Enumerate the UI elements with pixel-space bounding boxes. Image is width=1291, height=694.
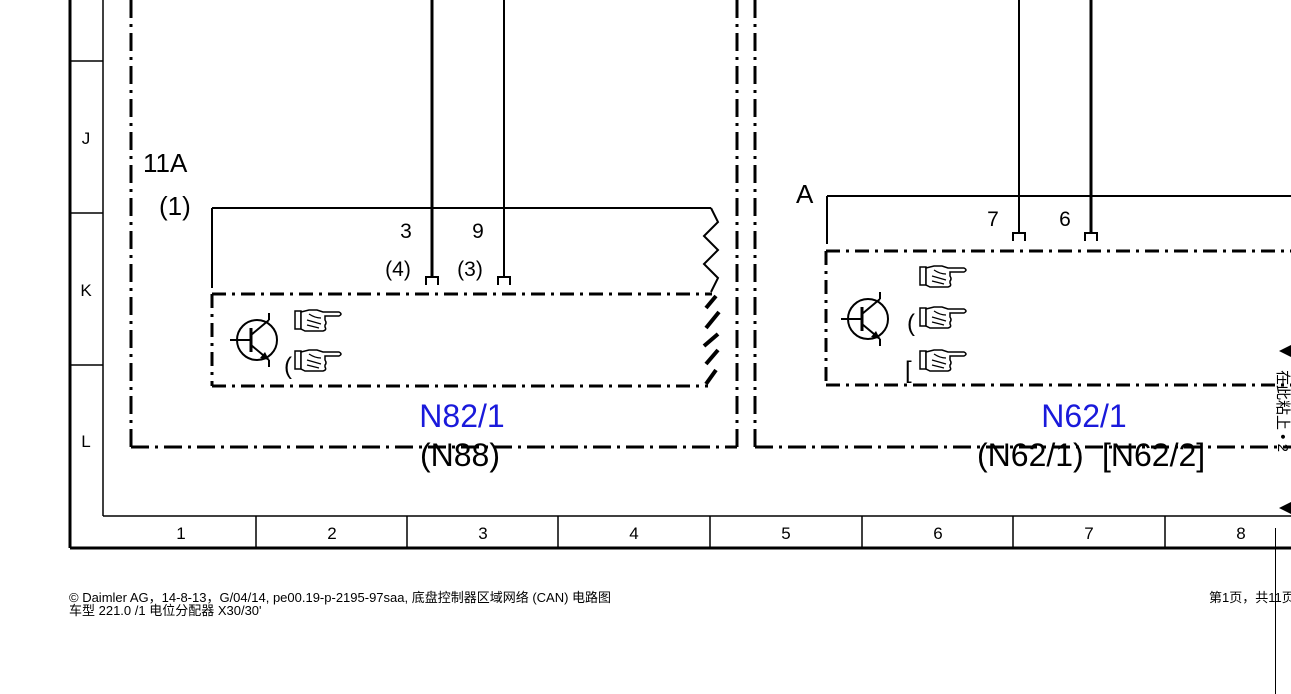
left-component-box xyxy=(210,292,712,388)
right-module-boundary xyxy=(753,0,1291,449)
column-label-1: 1 xyxy=(176,524,185,543)
bottom-edge-marker-icon xyxy=(1279,502,1291,514)
left-pin-9-connector xyxy=(497,276,511,286)
left-pin-3-alt: (4) xyxy=(385,258,411,281)
right-component-box xyxy=(824,249,1291,387)
left-transistor-icon xyxy=(228,311,279,369)
left-module-code: N82/1 xyxy=(419,398,504,434)
column-label-4: 4 xyxy=(629,524,638,543)
right-pin-7-connector xyxy=(1012,232,1026,242)
footer-page-number: 第1页，共11页 xyxy=(1209,590,1291,605)
crop-mark-line xyxy=(1275,528,1276,694)
footer-line-1: © Daimler AG，14-8-13，G/04/14, pe00.19-p-… xyxy=(69,590,612,605)
left-variant-bracket: ( xyxy=(284,353,292,380)
left-pin-3-connector xyxy=(425,276,439,286)
right-transistor-icon xyxy=(839,290,890,348)
row-label-l: L xyxy=(81,432,90,451)
column-label-8: 8 xyxy=(1236,524,1245,543)
drawing-frame xyxy=(68,0,1291,550)
left-module-alt-code: (N88) xyxy=(420,437,500,473)
left-pointing-hand-icon-1 xyxy=(294,309,342,332)
left-pin-9-number: 9 xyxy=(472,220,484,243)
right-variant-bracket-1: ( xyxy=(907,310,915,337)
right-module-alt-code-2: [N62/2] xyxy=(1102,437,1205,473)
right-module-code: N62/1 xyxy=(1041,398,1126,434)
right-pin-6-number: 6 xyxy=(1059,208,1071,231)
right-pointing-hand-icon-3 xyxy=(919,349,967,372)
left-fuse-pin: (1) xyxy=(159,191,191,221)
right-pointing-hand-icon-2 xyxy=(919,306,967,329)
right-module-wiring xyxy=(826,0,1291,244)
right-variant-bracket-2: [ xyxy=(905,357,912,384)
right-connection-label: A xyxy=(796,179,814,209)
left-pin-3-number: 3 xyxy=(400,220,412,243)
right-pin-7-number: 7 xyxy=(987,208,999,231)
top-edge-marker-icon xyxy=(1279,345,1291,357)
left-module-wiring xyxy=(211,0,720,293)
row-label-k: K xyxy=(80,281,92,300)
column-label-3: 3 xyxy=(478,524,487,543)
column-label-6: 6 xyxy=(933,524,942,543)
column-label-5: 5 xyxy=(781,524,790,543)
left-pointing-hand-icon-2 xyxy=(294,349,342,372)
left-fuse-label: 11A xyxy=(143,148,188,178)
column-label-7: 7 xyxy=(1084,524,1093,543)
right-pointing-hand-icon-1 xyxy=(919,265,967,288)
footer-line-2: 车型 221.0 /1 电位分配器 X30/30' xyxy=(69,603,262,618)
column-label-2: 2 xyxy=(327,524,336,543)
right-pin-6-connector xyxy=(1084,232,1098,242)
right-module-alt-code: (N62/1) xyxy=(977,437,1084,473)
left-module-boundary xyxy=(129,0,739,449)
side-note: 在此粘上 • 2 xyxy=(1274,370,1291,452)
left-component-break-mark xyxy=(702,294,721,386)
left-pin-9-alt: (3) xyxy=(457,258,483,281)
row-label-j: J xyxy=(82,129,91,148)
